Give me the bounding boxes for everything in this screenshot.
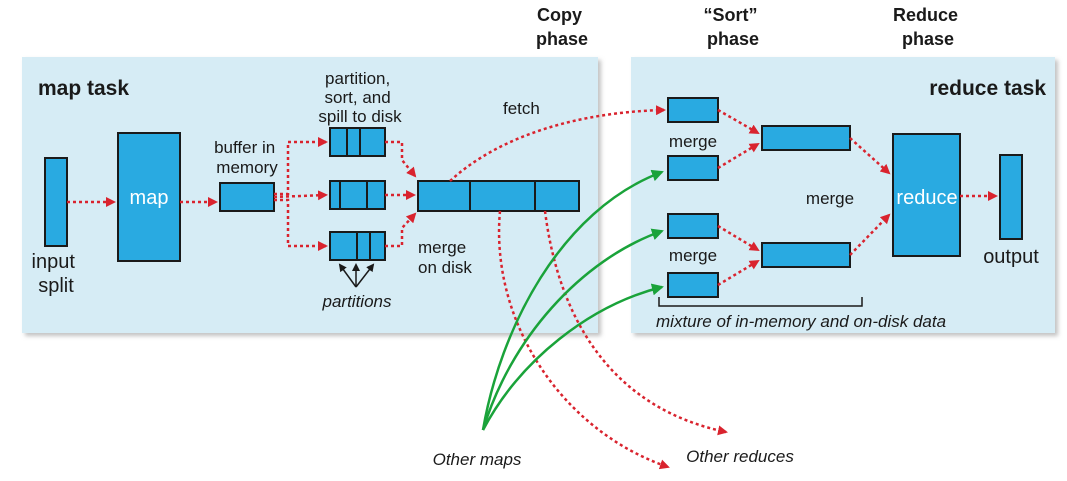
fetched-segment-2 bbox=[667, 155, 719, 181]
spill-file-3 bbox=[329, 231, 386, 261]
reduce-box bbox=[892, 133, 961, 257]
copy-phase-label: Copy phase bbox=[536, 5, 588, 49]
spill-file-2 bbox=[329, 180, 386, 210]
mixture-label: mixture of in-memory and on-disk data bbox=[656, 312, 946, 331]
merged-map-output bbox=[417, 180, 580, 212]
merge-mid-label: merge bbox=[806, 189, 854, 208]
merge-on-disk-label: merge on disk bbox=[418, 238, 472, 277]
merged-segment-bottom bbox=[761, 242, 851, 268]
spill-label: partition, sort, and spill to disk bbox=[318, 69, 402, 126]
fetched-segment-1 bbox=[667, 97, 719, 123]
spill-file-1 bbox=[329, 127, 386, 157]
other-maps-label: Other maps bbox=[433, 450, 522, 469]
reduce-side-arrows bbox=[717, 108, 998, 287]
output-label: output bbox=[983, 246, 1039, 268]
mixture-bracket bbox=[658, 297, 863, 307]
map-task-title: map task bbox=[38, 77, 129, 100]
reduce-box-label: reduce bbox=[896, 187, 957, 209]
other-reduces-label: Other reduces bbox=[686, 447, 794, 466]
fetch-label: fetch bbox=[503, 99, 540, 118]
fetched-segment-4 bbox=[667, 272, 719, 298]
input-split-label: input split bbox=[32, 251, 81, 297]
partitions-label: partitions bbox=[322, 292, 392, 311]
reduce-task-title: reduce task bbox=[929, 77, 1046, 100]
merge-top-label: merge bbox=[669, 132, 717, 151]
reduce-phase-label: Reduce phase bbox=[893, 5, 963, 49]
partition-pointers bbox=[338, 263, 375, 288]
buffer-box bbox=[219, 182, 275, 212]
map-box-label: map bbox=[130, 187, 169, 209]
merge-bottom-label: merge bbox=[669, 246, 717, 265]
input-split-box bbox=[44, 157, 68, 247]
fetched-segment-3 bbox=[667, 213, 719, 239]
buffer-label: buffer in memory bbox=[214, 138, 280, 177]
map-side-arrows bbox=[67, 105, 728, 470]
map-box bbox=[117, 132, 181, 262]
merged-segment-top bbox=[761, 125, 851, 151]
other-maps-arrows bbox=[481, 169, 664, 431]
output-box bbox=[999, 154, 1023, 240]
sort-phase-label: “Sort” phase bbox=[703, 5, 762, 49]
